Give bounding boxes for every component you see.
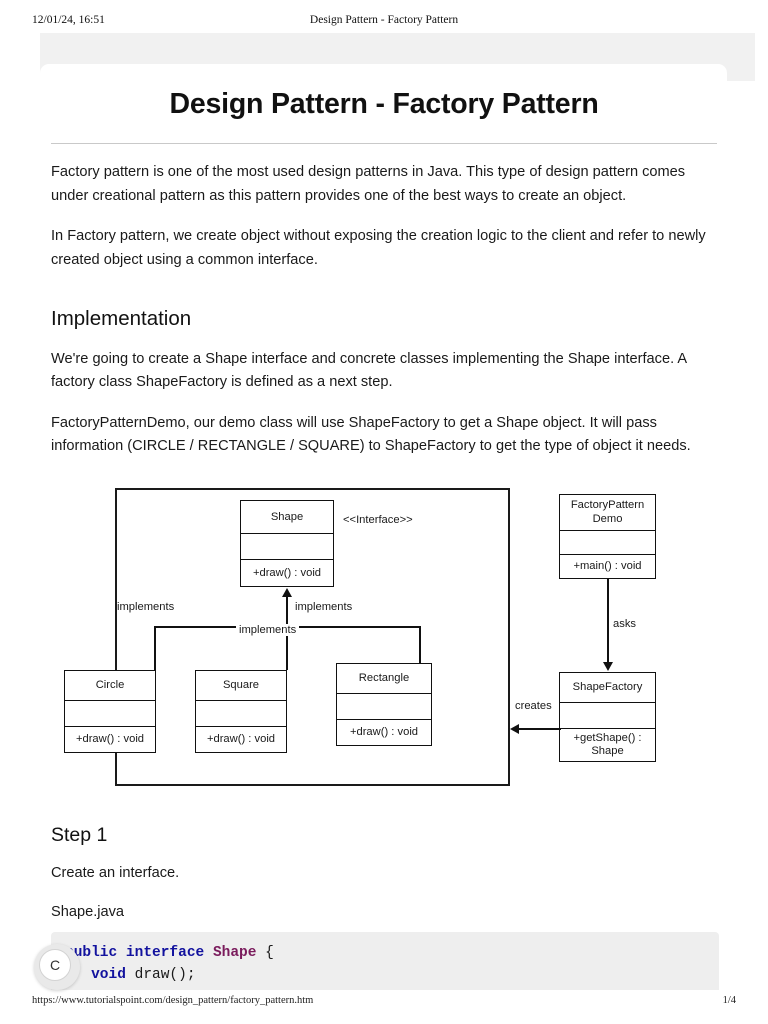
uml-label-implements-right: implements [295, 601, 353, 614]
uml-class-shape-method: +draw() : void [241, 559, 333, 586]
heading-step-1: Step 1 [51, 824, 108, 847]
uml-class-circle-title: Circle [95, 679, 125, 692]
paragraph-intro-2: In Factory pattern, we create object wit… [51, 228, 706, 268]
uml-class-circle-method: +draw() : void [65, 726, 155, 752]
uml-label-asks: asks [613, 618, 637, 631]
uml-label-implements-center: implements [236, 624, 300, 637]
content-card: Design Pattern - Factory Pattern Factory… [40, 64, 727, 984]
print-footer-page-number: 1/4 [722, 995, 736, 1006]
uml-class-rectangle-attrs [337, 693, 431, 719]
uml-asks-arrowhead [603, 662, 613, 672]
uml-label-implements-left: implements [117, 601, 175, 614]
uml-class-square-method: +draw() : void [196, 726, 286, 752]
uml-class-factory-method: +getShape() : Shape [560, 728, 655, 761]
uml-class-shape: Shape +draw() : void [240, 500, 334, 588]
uml-class-diagram: Shape +draw() : void <<Interface>> imple… [51, 484, 717, 794]
code-token-pl: draw(); [134, 967, 196, 984]
uml-creates-arrowhead [510, 724, 519, 735]
uml-class-demo-attrs [560, 530, 655, 554]
uml-class-factory-attrs [560, 702, 655, 728]
uml-class-square-title: Square [222, 679, 260, 692]
code-line: void draw(); [65, 964, 719, 986]
heading-implementation: Implementation [51, 306, 192, 330]
uml-class-factory-pattern-demo: FactoryPattern Demo +main() : void [559, 494, 656, 580]
uml-class-shape-title: Shape [270, 510, 304, 523]
paragraph-step1-desc: Create an interface. [51, 865, 180, 882]
uml-generalization-arrowhead [282, 588, 292, 598]
uml-class-demo-title: FactoryPattern Demo [570, 499, 645, 525]
uml-stereotype-interface: <<Interface>> [343, 514, 413, 527]
uml-implements-drop-center [286, 626, 288, 671]
print-header-date: 12/01/24, 16:51 [32, 14, 105, 26]
print-footer: https://www.tutorialspoint.com/design_pa… [0, 995, 768, 1011]
uml-class-square-attrs [196, 700, 286, 726]
cookie-consent-badge[interactable]: C [39, 949, 71, 981]
uml-class-circle-attrs [65, 700, 155, 726]
print-footer-url: https://www.tutorialspoint.com/design_pa… [32, 995, 314, 1006]
uml-implements-drop-left [154, 626, 156, 671]
page-title: Design Pattern - Factory Pattern [169, 88, 599, 120]
uml-class-demo-method: +main() : void [560, 554, 655, 578]
uml-implements-drop-right [419, 626, 421, 664]
code-token-kw: public interface [65, 945, 213, 961]
uml-class-circle: Circle +draw() : void [64, 670, 156, 754]
uml-label-creates: creates [515, 700, 552, 713]
content-card-inner: Design Pattern - Factory Pattern Factory… [51, 64, 717, 924]
print-header: 12/01/24, 16:51 Design Pattern - Factory… [0, 14, 768, 32]
uml-class-shape-attrs [241, 533, 333, 559]
uml-asks-stem [607, 579, 609, 666]
title-divider [51, 143, 717, 144]
code-line: public interface Shape { [65, 942, 719, 964]
uml-class-square: Square +draw() : void [195, 670, 287, 754]
uml-class-shape-factory: ShapeFactory +getShape() : Shape [559, 672, 656, 763]
uml-class-factory-title: ShapeFactory [572, 681, 643, 694]
uml-class-rectangle-title: Rectangle [358, 672, 410, 685]
code-token-pl: { [256, 945, 274, 961]
uml-class-rectangle-method: +draw() : void [337, 719, 431, 745]
paragraph-impl-1: We're going to create a Shape interface … [51, 350, 687, 391]
paragraph-intro-1: Factory pattern is one of the most used … [51, 164, 686, 204]
code-block-shape-java: public interface Shape { void draw(); [51, 932, 719, 990]
print-header-title: Design Pattern - Factory Pattern [309, 14, 459, 26]
code-token-kw: void [65, 967, 135, 984]
uml-class-rectangle: Rectangle +draw() : void [336, 663, 432, 747]
cookie-badge-label: C [49, 957, 61, 973]
paragraph-step1-file: Shape.java [51, 903, 125, 920]
code-token-type: Shape [212, 945, 257, 961]
paragraph-impl-2: FactoryPatternDemo, our demo class will … [51, 414, 691, 455]
uml-creates-stem [519, 728, 561, 730]
